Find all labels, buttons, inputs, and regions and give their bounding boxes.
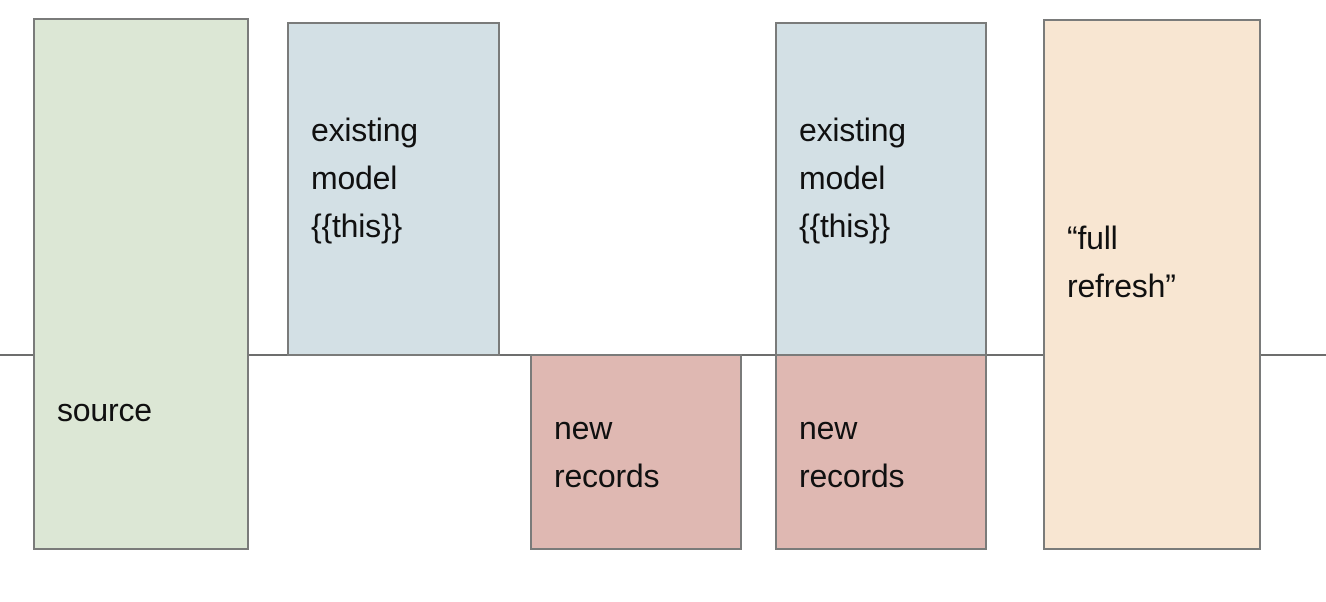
node-new-records-1-label: new records	[554, 410, 660, 494]
node-source[interactable]: source	[33, 18, 249, 550]
node-source-label: source	[57, 392, 152, 428]
node-new-records-1[interactable]: new records	[530, 354, 742, 550]
node-existing-model-2-label: existing model {{this}}	[799, 112, 906, 244]
node-existing-model-1-label: existing model {{this}}	[311, 112, 418, 244]
node-new-records-2-label: new records	[799, 410, 905, 494]
node-full-refresh-label: “full refresh”	[1067, 219, 1176, 304]
node-existing-model-1[interactable]: existing model {{this}}	[287, 22, 500, 356]
node-full-refresh[interactable]: “full refresh”	[1043, 19, 1261, 550]
node-existing-model-2[interactable]: existing model {{this}}	[775, 22, 987, 356]
node-new-records-2[interactable]: new records	[775, 354, 987, 550]
